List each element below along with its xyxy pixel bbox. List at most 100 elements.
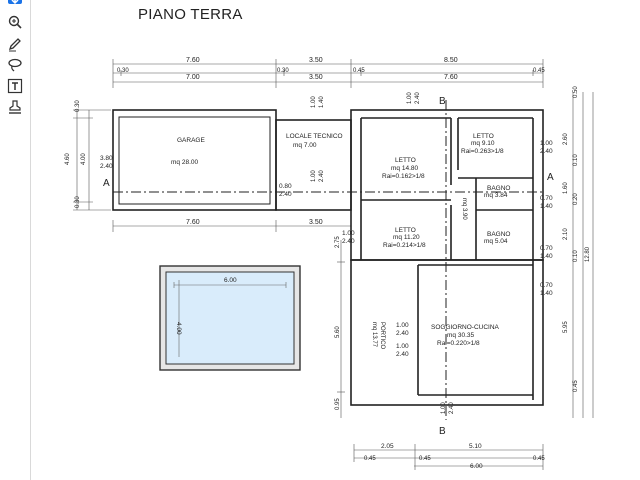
room-soggiorno-rai: Rai=0.220>1/8 — [437, 340, 480, 347]
soggiorno-bottom-b: 2.40 — [449, 402, 455, 414]
dim-top-r3-3: 7.60 — [444, 74, 458, 81]
room-letto1-area: mq 14.80 — [391, 165, 418, 172]
dim-right-2: 2.60 — [563, 133, 569, 145]
floor-plan-drawing: A A B B 7.60 3.50 8.50 0.30 0.30 0.45 0.… — [65, 57, 594, 470]
dim-right-1: 0.50 — [573, 86, 579, 98]
room-bagno2-area: mq 5.04 — [484, 238, 508, 245]
dim-left-c: 4.00 — [81, 153, 87, 165]
dim-bottom-1: 2.05 — [381, 443, 394, 450]
bagno2-window-a: 0.70 — [540, 245, 553, 252]
stamp-icon[interactable] — [5, 97, 25, 117]
document-canvas[interactable]: PIANO TERRA — [31, 0, 640, 480]
corridor-area: mq 3.90 — [461, 198, 467, 220]
letto3-window-b: 2.40 — [342, 238, 355, 245]
room-portico-area: mq 13.77 — [371, 322, 377, 348]
soggiorno-bottom-a: 1.00 — [441, 402, 447, 414]
soggiorno-window-b: 1.40 — [540, 290, 553, 297]
room-locale-name: LOCALE TECNICO — [286, 133, 343, 140]
dim-top-r2-4: 0.45 — [533, 68, 545, 74]
dim-right-4: 1.60 — [563, 182, 569, 194]
room-letto3-area: mq 11.20 — [393, 234, 420, 241]
pool — [159, 265, 301, 371]
dim-top-r2-1: 0.30 — [117, 68, 129, 74]
locale-dim-b: 1.40 — [319, 96, 325, 108]
room-bagno1-area: mq 3.84 — [484, 192, 508, 199]
letto3-window-a: 1.00 — [342, 230, 355, 237]
room-locale-area: mq 7.00 — [293, 142, 317, 149]
dim-bottom-r2-3: 0.45 — [533, 456, 545, 462]
letto1-dim-a: 1.00 — [407, 92, 413, 104]
dim-left-b: 4.60 — [65, 153, 71, 165]
dim-right-7: 0.10 — [573, 250, 579, 262]
dim-top-r2-2: 0.30 — [277, 68, 289, 74]
garage-window-b: 2.40 — [100, 163, 113, 170]
room-soggiorno-name: SOGGIORNO-CUCINA — [431, 324, 500, 331]
letto2-window-b: 2.40 — [540, 148, 553, 155]
letto2-window-a: 1.00 — [540, 140, 553, 147]
soggiorno-door-b: 2.40 — [396, 330, 409, 337]
dim-bottom-r2-2: 0.45 — [419, 456, 431, 462]
locale-dim-d: 2.40 — [319, 170, 325, 182]
soggiorno-door-c: 1.00 — [396, 343, 409, 350]
room-garage-area: mq 28.00 — [171, 159, 198, 166]
dim-right-total: 12.80 — [585, 246, 591, 262]
section-mark-b-bottom: B — [439, 426, 446, 437]
room-letto2-rai: Rai=0.263>1/8 — [461, 148, 504, 155]
room-letto2-name: LETTO — [473, 133, 494, 140]
dim-right-6: 2.10 — [563, 228, 569, 240]
dim-right-3: 0.10 — [573, 154, 579, 166]
dim-top-r2-3: 0.45 — [353, 68, 365, 74]
dim-top-r3-2: 3.50 — [309, 74, 323, 81]
dim-bottom-2: 5.10 — [469, 443, 482, 450]
select-tool-icon[interactable] — [5, 0, 25, 8]
section-mark-b-top: B — [439, 96, 446, 107]
dim-bottom-r2-1: 0.45 — [364, 456, 376, 462]
dim-under-1: 7.60 — [186, 219, 200, 226]
room-bagno2-name: BAGNO — [487, 231, 510, 238]
dim-mid-b: 5.60 — [335, 326, 341, 338]
section-mark-a-left: A — [103, 178, 110, 189]
bagno2-window-b: 1.40 — [540, 253, 553, 260]
pool-width: 6.00 — [224, 277, 237, 284]
bagno1-window-b: 1.40 — [540, 203, 553, 210]
locale-dim-a: 1.00 — [311, 96, 317, 108]
room-letto2-area: mq 9.10 — [471, 140, 495, 147]
room-letto3-rai: Rai=0.214>1/8 — [383, 242, 426, 249]
dim-top-3: 8.50 — [444, 57, 458, 64]
room-bagno1-name: BAGNO — [487, 185, 510, 192]
dim-mid-c: 0.95 — [335, 398, 341, 410]
dim-under-2: 3.50 — [309, 219, 323, 226]
room-letto1-name: LETTO — [395, 157, 416, 164]
garage-door-b: 2.40 — [279, 191, 292, 198]
room-portico-name: PORTICO — [379, 322, 385, 350]
dim-bottom-r3: 6.00 — [470, 463, 483, 470]
soggiorno-door-d: 2.40 — [396, 351, 409, 358]
pen-icon[interactable] — [5, 34, 25, 54]
room-letto3-name: LETTO — [395, 227, 416, 234]
zoom-icon[interactable] — [5, 12, 25, 32]
dim-top-2: 3.50 — [309, 57, 323, 64]
dim-right-5: 0.20 — [573, 193, 579, 205]
bagno1-window-a: 0.70 — [540, 195, 553, 202]
dim-mid-a: 2.75 — [335, 236, 341, 248]
room-soggiorno-area: mq 30.35 — [447, 332, 474, 339]
section-mark-a-right: A — [547, 172, 554, 183]
plan-title: PIANO TERRA — [138, 6, 243, 23]
annotation-toolbar — [0, 0, 31, 480]
garage-door-a: 0.80 — [279, 183, 292, 190]
dim-top-1: 7.60 — [186, 57, 200, 64]
lasso-icon[interactable] — [5, 55, 25, 75]
text-box-icon[interactable] — [5, 76, 25, 96]
dim-top-r3-1: 7.00 — [186, 74, 200, 81]
locale-dim-c: 1.00 — [311, 170, 317, 182]
letto1-dim-b: 2.40 — [415, 92, 421, 104]
garage-window-a: 3.80 — [100, 155, 113, 162]
dim-right-9: 0.45 — [573, 380, 579, 392]
dim-left-d: 0.30 — [75, 196, 81, 208]
soggiorno-door-a: 1.00 — [396, 322, 409, 329]
soggiorno-window-a: 0.70 — [540, 282, 553, 289]
pool-height: 4.00 — [175, 322, 182, 335]
dim-right-8: 5.95 — [563, 321, 569, 333]
dim-left-a: 0.30 — [75, 100, 81, 112]
room-garage-name: GARAGE — [177, 137, 205, 144]
